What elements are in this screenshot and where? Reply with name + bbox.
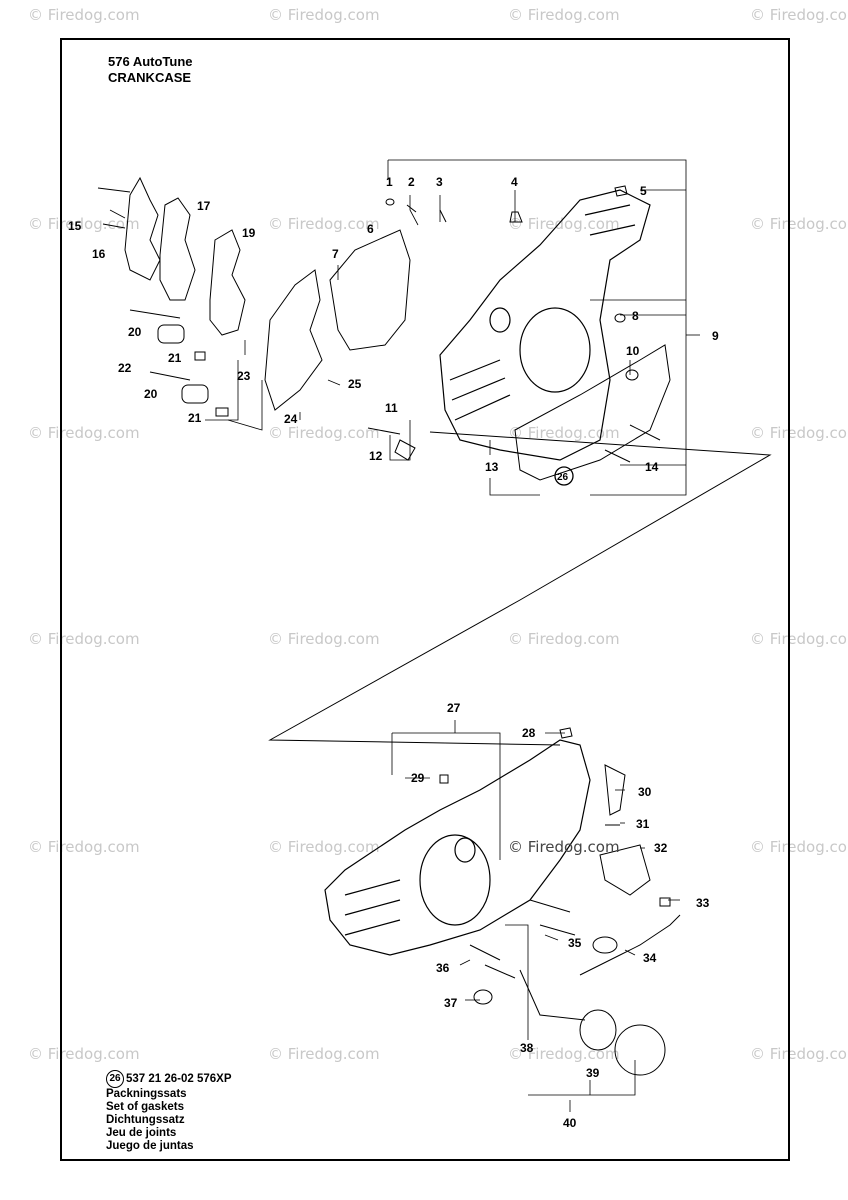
callout-33: 33 [696, 896, 710, 910]
watermark: © Firedog.com [268, 6, 380, 24]
callout-28: 28 [522, 726, 536, 740]
connector-line [268, 431, 772, 746]
watermark: © Firedog.com [268, 215, 380, 233]
callout-27: 27 [447, 701, 461, 715]
callout-32: 32 [654, 841, 668, 855]
watermark: © Firedog.com [28, 215, 140, 233]
callout-16: 16 [92, 247, 106, 261]
callout-29: 29 [411, 771, 425, 785]
plate-16 [124, 176, 161, 281]
callout-1: 1 [386, 175, 393, 189]
callout-14: 14 [645, 460, 659, 474]
legend-badge: 26 [106, 1070, 124, 1088]
hardware-lower [439, 727, 681, 1076]
callout-31: 31 [636, 817, 650, 831]
callout-7: 7 [332, 247, 339, 261]
plate-19 [209, 229, 246, 336]
leader-lines-lower [391, 720, 680, 1112]
watermark: © Firedog.com [508, 215, 620, 233]
watermark: © Firedog.com [750, 215, 848, 233]
callout-21: 21 [188, 411, 202, 425]
watermark: © Firedog.com [508, 1045, 620, 1063]
watermark: © Firedog.com [750, 838, 848, 856]
gasket-set-circle [554, 466, 574, 486]
callout-20: 20 [144, 387, 158, 401]
watermark: © Firedog.com [268, 838, 380, 856]
callout-11: 11 [385, 401, 398, 415]
watermark: © Firedog.com [750, 1045, 848, 1063]
callout-10: 10 [626, 344, 640, 358]
legend-line: Juego de juntas [106, 1140, 194, 1152]
diagram-frame [60, 38, 790, 1161]
callout-5: 5 [640, 184, 647, 198]
callout-38: 38 [520, 1041, 534, 1055]
callout-24: 24 [284, 412, 298, 426]
leader-lines-upper [109, 159, 700, 496]
watermark: © Firedog.com [268, 630, 380, 648]
callout-12: 12 [369, 449, 383, 463]
callout-37: 37 [444, 996, 458, 1010]
watermark: © Firedog.com [28, 424, 140, 442]
legend-line: Dichtungssatz [106, 1114, 185, 1126]
callout-30: 30 [638, 785, 652, 799]
watermark: © Firedog.com [28, 630, 140, 648]
callout-13: 13 [485, 460, 499, 474]
watermark: © Firedog.com [28, 6, 140, 24]
watermark: © Firedog.com [28, 1045, 140, 1063]
model-title: 576 AutoTune [108, 54, 193, 69]
callout-17: 17 [197, 199, 211, 213]
legend-part-number: 537 21 26-02 576XP [126, 1073, 232, 1086]
watermark: © Firedog.com [508, 6, 620, 24]
callout-4: 4 [511, 175, 518, 189]
callout-3: 3 [436, 175, 443, 189]
watermark: © Firedog.com [268, 1045, 380, 1063]
callout-2: 2 [408, 175, 415, 189]
callout-36: 36 [436, 961, 450, 975]
watermark: © Firedog.com [28, 838, 140, 856]
watermark: © Firedog.com [268, 424, 380, 442]
legend-line: Jeu de joints [106, 1127, 177, 1139]
callout-22: 22 [118, 361, 132, 375]
callout-21: 21 [168, 351, 182, 365]
callout-group: 1 2 3 4 5 6 7 8 9 10 11 12 13 14 15 16 1… [68, 175, 719, 1130]
callout-20: 20 [128, 325, 142, 339]
hardware-upper [97, 185, 661, 463]
plate-17 [159, 197, 196, 301]
callout-8: 8 [632, 309, 639, 323]
lower-crankcase-half [324, 739, 591, 956]
plate-24 [264, 269, 323, 411]
callout-40: 40 [563, 1116, 577, 1130]
callout-23: 23 [237, 369, 251, 383]
callout-19: 19 [242, 226, 256, 240]
callout-26: 26 [557, 472, 569, 483]
callout-34: 34 [643, 951, 657, 965]
callout-39: 39 [586, 1066, 600, 1080]
callout-25: 25 [348, 377, 362, 391]
callout-6: 6 [367, 222, 374, 236]
plate-6 [329, 229, 411, 351]
legend-line: Packningssats [106, 1088, 187, 1100]
callout-35: 35 [568, 936, 582, 950]
watermark: © Firedog.com [508, 424, 620, 442]
section-title: CRANKCASE [108, 70, 192, 85]
watermark: © Firedog.com [750, 630, 848, 648]
legend-line: Set of gaskets [106, 1101, 184, 1113]
watermark: © Firedog.com [750, 424, 848, 442]
upper-crankcase-half [439, 189, 651, 461]
watermark: © Firedog.com [508, 630, 620, 648]
callout-15: 15 [68, 219, 82, 233]
callout-9: 9 [712, 329, 719, 343]
watermark: © Firedog.com [750, 6, 848, 24]
inline-watermark: © Firedog.com [508, 838, 620, 856]
gasket [514, 344, 671, 481]
